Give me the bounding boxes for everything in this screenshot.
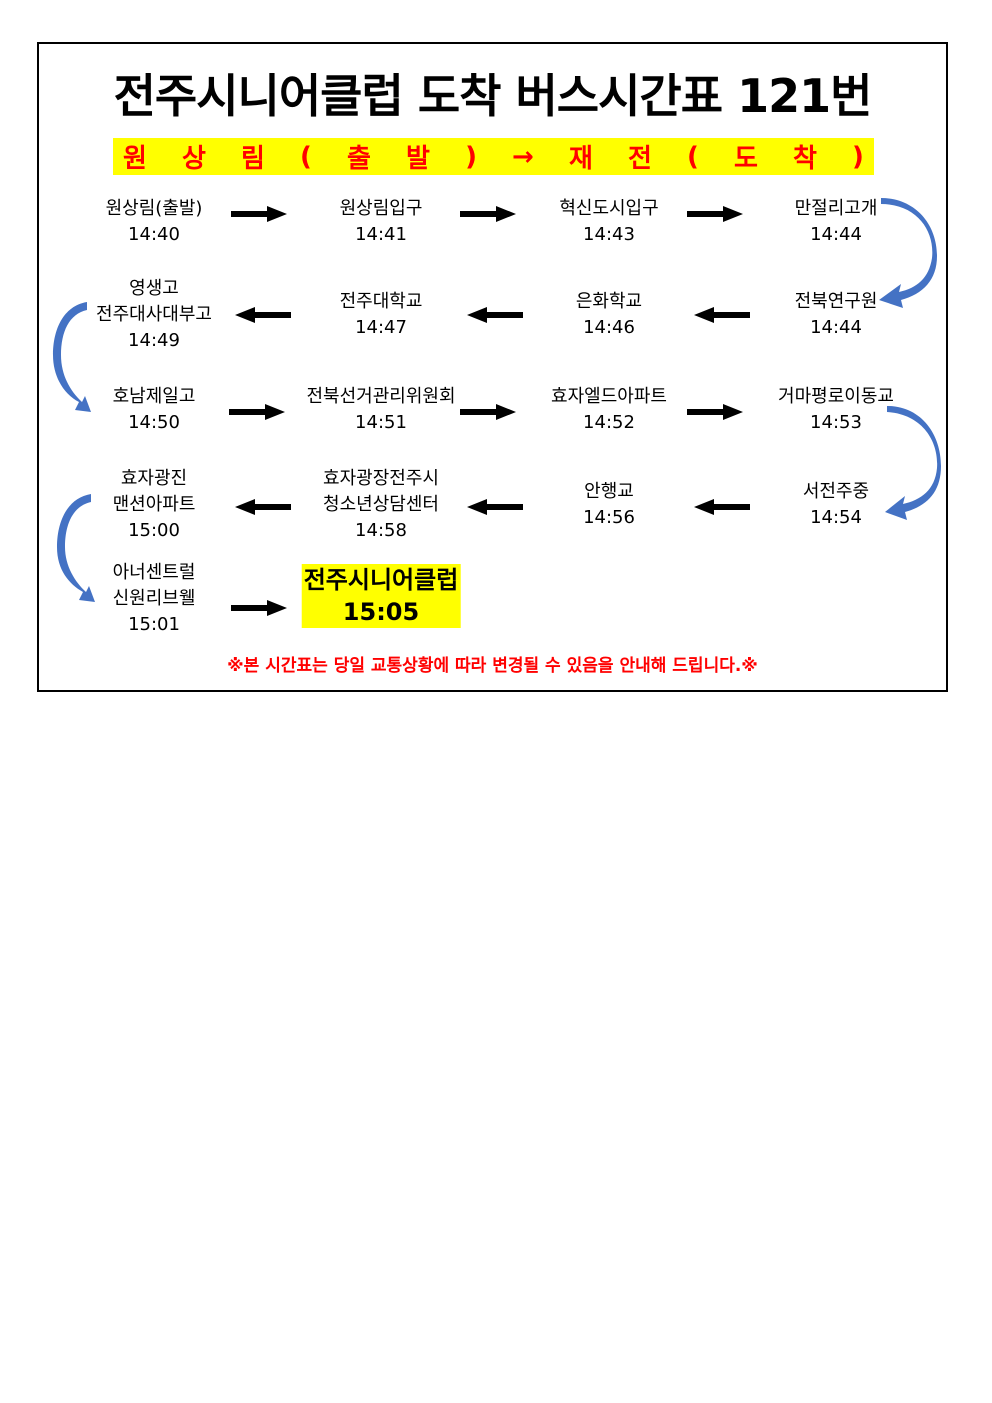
subtitle-char: 발 (406, 144, 430, 174)
stop-name: 만절리고개 (794, 198, 878, 219)
stop-time: 14:46 (583, 317, 635, 338)
stop-1: 원상림(출발) 14:40 (106, 196, 203, 248)
arrow-left-icon (694, 307, 750, 323)
arrow-right-icon (687, 206, 743, 222)
arrow-right-icon (687, 404, 743, 420)
stop-name: 전북선거관리위원회 (306, 386, 456, 407)
stop-7: 전주대학교 14:47 (340, 289, 423, 341)
arrow-right-icon (231, 600, 287, 616)
arrow-left-icon (235, 307, 291, 323)
subtitle-char: ) (851, 141, 864, 172)
subtitle-char: ( (686, 141, 699, 172)
destination-name: 전주시니어클럽 (301, 564, 461, 596)
stop-name-line2: 전주대사대부고 (96, 304, 212, 325)
subtitle-char: 착 (792, 144, 817, 174)
stop-5: 전북연구원 14:44 (795, 289, 878, 341)
stop-11: 효자엘드아파트 14:52 (551, 384, 667, 436)
stop-time: 14:44 (810, 224, 862, 245)
stop-time: 15:01 (128, 614, 180, 635)
stop-time: 14:49 (128, 330, 180, 351)
stop-9: 호남제일고 14:50 (113, 384, 196, 436)
stop-name: 원상림(출발) (105, 198, 203, 219)
stop-10: 전북선거관리위원회 14:51 (306, 384, 455, 436)
stop-4: 만절리고개 14:44 (795, 196, 878, 248)
stop-17: 아너센트럴 신원리브웰 15:01 (113, 560, 196, 638)
stop-time: 14:56 (583, 507, 635, 528)
stop-time: 14:40 (128, 224, 180, 245)
subtitle-char: 도 (733, 144, 758, 174)
stop-name: 은화학교 (575, 291, 643, 312)
arrow-right-icon (231, 206, 287, 222)
stop-time: 14:52 (583, 412, 635, 433)
curved-arrow-down-icon (879, 198, 937, 308)
arrow-left-icon (467, 307, 523, 323)
timetable-frame: 전주시니어클럽 도착 버스시간표 121번 원 상 림 ( 출 발 ) → 재 … (37, 42, 948, 692)
curved-arrow-down-icon (57, 494, 95, 602)
arrow-left-icon (467, 499, 523, 515)
stop-time: 14:44 (810, 317, 862, 338)
stop-16: 효자광진 맨션아파트 15:00 (113, 466, 196, 544)
stop-time: 14:41 (355, 224, 407, 245)
stop-time: 14:51 (355, 412, 407, 433)
stop-time: 15:00 (128, 520, 180, 541)
stop-15: 효자광장전주시 청소년상담센터 14:58 (323, 466, 439, 544)
subtitle-char: 상 (182, 144, 206, 174)
curved-arrow-down-icon (53, 302, 91, 412)
curved-arrow-down-icon (885, 406, 941, 520)
stop-8: 영생고 전주대사대부고 14:49 (96, 276, 212, 354)
subtitle-char: 출 (347, 144, 371, 174)
arrow-left-icon (235, 499, 291, 515)
stop-name-line2: 신원리브웰 (112, 588, 196, 609)
subtitle-char: 원 (123, 144, 147, 174)
stop-name: 호남제일고 (112, 386, 196, 407)
stop-name-line1: 아너센트럴 (112, 562, 196, 583)
subtitle-char: 림 (241, 144, 265, 174)
subtitle-char: 재 (568, 144, 593, 174)
route-subtitle: 원 상 림 ( 출 발 ) → 재 전 ( 도 착 ) (113, 138, 874, 175)
stop-name-line1: 영생고 (129, 278, 179, 299)
stop-6: 은화학교 14:46 (576, 289, 642, 341)
stop-13: 서전주중 14:54 (803, 479, 869, 531)
stop-time: 14:53 (810, 412, 862, 433)
stop-name-line1: 효자광진 (120, 468, 188, 489)
arrow-left-icon (694, 499, 750, 515)
stop-name: 효자엘드아파트 (551, 386, 667, 407)
destination: 전주시니어클럽 15:05 (301, 564, 461, 628)
stop-name-line1: 효자광장전주시 (323, 468, 439, 489)
stop-time: 14:58 (355, 520, 407, 541)
stop-time: 14:47 (355, 317, 407, 338)
stop-2: 원상림입구 14:41 (340, 196, 423, 248)
destination-time: 15:05 (301, 596, 461, 628)
page-title: 전주시니어클럽 도착 버스시간표 121번 (113, 69, 873, 123)
stop-name: 전주대학교 (339, 291, 423, 312)
stop-3: 혁신도시입구 14:43 (559, 196, 658, 248)
stop-name: 서전주중 (802, 481, 870, 502)
notice-text: ※본 시간표는 당일 교통상황에 따라 변경될 수 있음을 안내해 드립니다.※ (227, 656, 758, 676)
stop-name: 원상림입구 (339, 198, 423, 219)
stop-name: 전북연구원 (794, 291, 878, 312)
subtitle-char: ( (300, 141, 312, 172)
subtitle-char: 전 (627, 144, 652, 174)
stop-12: 거마평로이동교 14:53 (778, 384, 894, 436)
arrow-right-icon (460, 206, 516, 222)
arrow-right-icon (460, 404, 516, 420)
stop-14: 안행교 14:56 (583, 479, 635, 531)
subtitle-char: ) (465, 141, 477, 172)
stop-name: 거마평로이동교 (778, 386, 894, 407)
subtitle-arrow: → (512, 141, 534, 172)
stop-name-line2: 청소년상담센터 (323, 494, 439, 515)
stop-time: 14:54 (810, 507, 862, 528)
stop-time: 14:43 (583, 224, 635, 245)
stop-name: 안행교 (584, 481, 634, 502)
stop-name: 혁신도시입구 (559, 198, 659, 219)
stop-time: 14:50 (128, 412, 180, 433)
stop-name-line2: 맨션아파트 (112, 494, 196, 515)
arrow-right-icon (229, 404, 285, 420)
